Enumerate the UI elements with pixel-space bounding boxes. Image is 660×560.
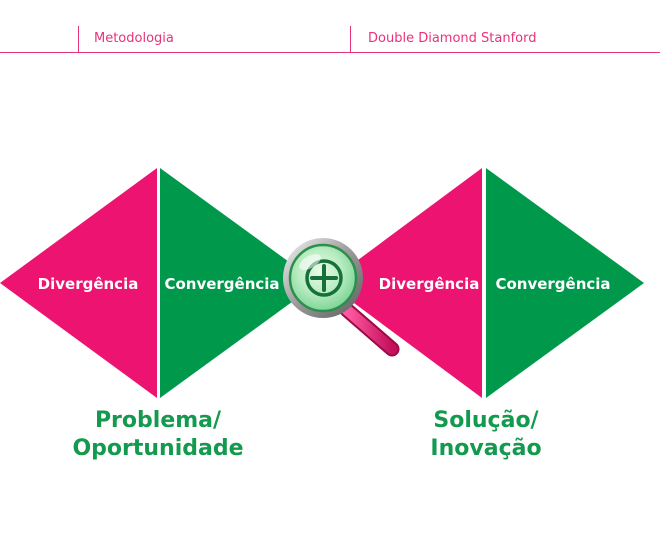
- header-divider: [78, 26, 79, 52]
- phase-label-problem: Problema/ Oportunidade: [38, 407, 278, 463]
- header-topic-label: Double Diamond Stanford: [368, 31, 537, 46]
- header-divider: [350, 26, 351, 52]
- phase-label-line: Problema/: [94, 408, 222, 433]
- phase-label-line: Oportunidade: [72, 436, 244, 461]
- stage-shape-divergence: [0, 168, 157, 398]
- stage-shape-convergence: [486, 168, 644, 398]
- phase-label-line: Solução/: [433, 408, 539, 433]
- stage-label-divergence: Divergência: [379, 275, 480, 293]
- stage-shape-divergence: [327, 168, 482, 398]
- stage-label-convergence: Convergência: [164, 275, 279, 293]
- stage-shape-convergence: [160, 168, 318, 398]
- magnifier-plus-icon: [283, 238, 400, 357]
- phase-label-line: Inovação: [430, 436, 542, 461]
- phase-label-solution: Solução/ Inovação: [366, 407, 606, 463]
- header-section-label: Metodologia: [94, 31, 174, 46]
- stage-label-convergence: Convergência: [495, 275, 610, 293]
- page-header: Metodologia Double Diamond Stanford: [0, 0, 660, 53]
- stage-label-divergence: Divergência: [38, 275, 139, 293]
